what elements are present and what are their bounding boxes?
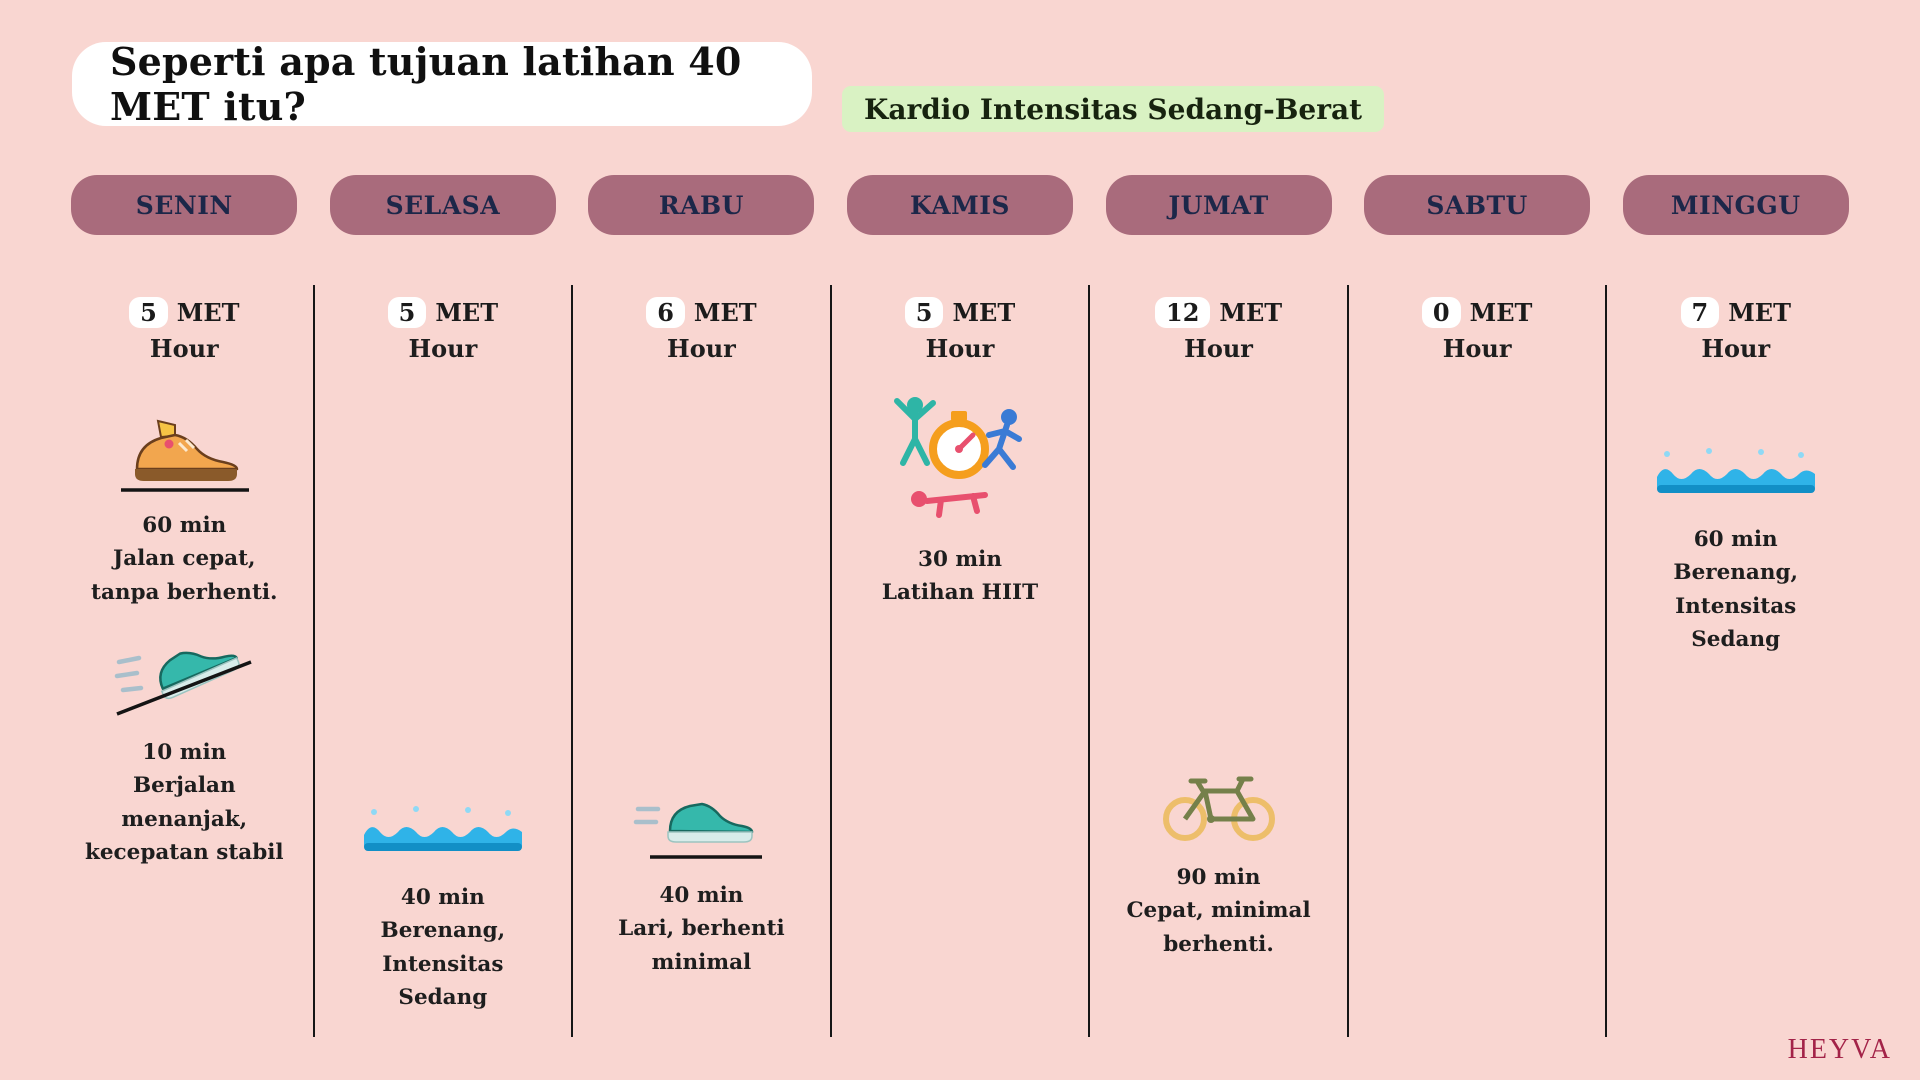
- day-label: KAMIS: [909, 190, 1010, 220]
- walking-shoe-icon: [121, 419, 250, 492]
- met-line: 5 MET: [831, 297, 1090, 328]
- activity-text: 60 min Berenang, Intensitas Sedang: [1628, 523, 1844, 656]
- met-unit-label: MET: [435, 298, 499, 327]
- activity-duration: 90 min: [1176, 865, 1261, 890]
- activity-desc: Berenang, Intensitas Sedang: [380, 918, 506, 1010]
- activity-text: 60 min Jalan cepat, tanpa berhenti.: [76, 509, 292, 609]
- met-hour-label: Hour: [1442, 334, 1512, 363]
- day-column-senin: SENIN 5 MET Hour 60 mi: [55, 175, 315, 1060]
- met-line: 6 MET: [572, 297, 831, 328]
- met-unit-label: MET: [952, 298, 1016, 327]
- activity-walking: 60 min Jalan cepat, tanpa berhenti.: [55, 411, 314, 609]
- day-header-jumat: JUMAT: [1105, 175, 1332, 235]
- met-hour-label: Hour: [149, 334, 219, 363]
- activity-duration: 30 min: [918, 547, 1002, 572]
- met-value-badge: 6: [646, 297, 685, 328]
- activity-incline-walk: 10 min Berjalan menanjak, kecepatan stab…: [55, 620, 314, 869]
- activity-duration: 40 min: [659, 883, 744, 908]
- day-column-sabtu: SABTU 0 MET Hour: [1348, 175, 1607, 1060]
- activity-desc: Jalan cepat, tanpa berhenti.: [91, 546, 278, 605]
- activity-desc: Cepat, minimal berhenti.: [1126, 898, 1311, 957]
- waves-icon: [1656, 448, 1815, 493]
- met-line: 12 MET: [1089, 297, 1348, 328]
- met-unit-label: MET: [1728, 298, 1791, 327]
- met-line: 7 MET: [1606, 297, 1865, 328]
- activity-swim: 60 min Berenang, Intensitas Sedang: [1606, 447, 1865, 656]
- activity-duration: 40 min: [400, 885, 485, 910]
- met-line: 5 MET: [55, 297, 314, 328]
- day-header-senin: SENIN: [71, 175, 298, 235]
- activity-swim: 40 min Berenang, Intensitas Sedang: [314, 805, 573, 1014]
- day-label: JUMAT: [1168, 190, 1269, 220]
- brand-logo: HEYVA: [1787, 1034, 1892, 1065]
- day-header-rabu: RABU: [588, 175, 815, 235]
- met-unit-label: MET: [176, 298, 240, 327]
- activity-text: 40 min Berenang, Intensitas Sedang: [335, 881, 551, 1014]
- activity-run: 40 min Lari, berhenti minimal: [572, 779, 831, 979]
- met-value-badge: 12: [1155, 297, 1211, 328]
- day-column-jumat: JUMAT 12 MET Hour 90 m: [1089, 175, 1349, 1060]
- activity-cycling: 90 min Cepat, minimal berhenti.: [1089, 759, 1348, 961]
- activity-desc: Berenang, Intensitas Sedang: [1673, 560, 1798, 652]
- activity-desc: Berjalan menanjak, kecepatan stabil: [84, 773, 284, 865]
- activity-duration: 60 min: [1693, 527, 1778, 552]
- met-score-rabu: 6 MET Hour: [572, 297, 831, 363]
- met-score-selasa: 5 MET Hour: [314, 297, 573, 363]
- activity-duration: 60 min: [142, 513, 227, 538]
- met-value-badge: 7: [1680, 297, 1720, 328]
- met-line: 5 MET: [314, 297, 573, 328]
- met-unit-label: MET: [693, 298, 757, 327]
- met-value-badge: 5: [904, 297, 944, 328]
- activity-text: 90 min Cepat, minimal berhenti.: [1111, 861, 1327, 961]
- met-value-badge: 5: [129, 297, 168, 328]
- day-label: SENIN: [135, 190, 233, 220]
- met-score-senin: 5 MET Hour: [55, 297, 314, 363]
- met-hour-label: Hour: [925, 334, 995, 363]
- intensity-badge-text: Kardio Intensitas Sedang-Berat: [864, 92, 1363, 126]
- activity-hiit: 30 min Latihan HIIT: [831, 387, 1090, 610]
- met-score-jumat: 12 MET Hour: [1089, 297, 1348, 363]
- day-column-minggu: MINGGU 7 MET Hour 60 min: [1606, 175, 1865, 1060]
- day-column-selasa: SELASA 5 MET Hour 40 min: [314, 175, 573, 1060]
- day-header-minggu: MINGGU: [1622, 175, 1849, 235]
- met-score-minggu: 7 MET Hour: [1606, 297, 1865, 363]
- activity-duration: 10 min: [142, 740, 227, 765]
- page-title-text: Seperti apa tujuan latihan 40 MET itu?: [110, 39, 742, 129]
- activity-text: 10 min Berjalan menanjak, kecepatan stab…: [76, 736, 292, 869]
- met-value-badge: 5: [387, 297, 427, 328]
- page-title: Seperti apa tujuan latihan 40 MET itu?: [72, 39, 812, 129]
- met-value-badge: 0: [1421, 297, 1461, 328]
- day-header-sabtu: SABTU: [1364, 175, 1591, 235]
- week-columns: SENIN 5 MET Hour 60 mi: [55, 175, 1865, 1060]
- met-unit-label: MET: [1219, 298, 1283, 327]
- met-hour-label: Hour: [1184, 334, 1253, 363]
- activity-text: 40 min Lari, berhenti minimal: [593, 879, 809, 979]
- met-line: 0 MET: [1348, 297, 1607, 328]
- met-hour-label: Hour: [1701, 334, 1771, 363]
- activity-text: 30 min Latihan HIIT: [882, 543, 1038, 610]
- day-label: SELASA: [385, 190, 501, 220]
- met-score-sabtu: 0 MET Hour: [1348, 297, 1607, 363]
- met-hour-label: Hour: [408, 334, 478, 363]
- day-label: MINGGU: [1670, 190, 1801, 220]
- intensity-badge: Kardio Intensitas Sedang-Berat: [842, 86, 1385, 132]
- waves-icon: [363, 806, 522, 851]
- day-label: RABU: [658, 190, 744, 220]
- activity-desc: Lari, berhenti minimal: [618, 916, 785, 975]
- incline-running-shoe-icon: [115, 651, 252, 716]
- day-label: SABTU: [1426, 190, 1528, 220]
- bicycle-icon: [1162, 776, 1275, 841]
- met-score-kamis: 5 MET Hour: [831, 297, 1090, 363]
- day-header-kamis: KAMIS: [846, 175, 1073, 235]
- met-hour-label: Hour: [667, 334, 736, 363]
- day-column-kamis: KAMIS 5 MET Hour: [831, 175, 1090, 1060]
- met-unit-label: MET: [1469, 298, 1533, 327]
- running-shoe-icon: [634, 802, 763, 859]
- activity-desc: Latihan HIIT: [881, 580, 1039, 606]
- hiit-icon: [893, 397, 1022, 518]
- day-header-selasa: SELASA: [329, 175, 556, 235]
- day-column-rabu: RABU 6 MET Hour: [572, 175, 832, 1060]
